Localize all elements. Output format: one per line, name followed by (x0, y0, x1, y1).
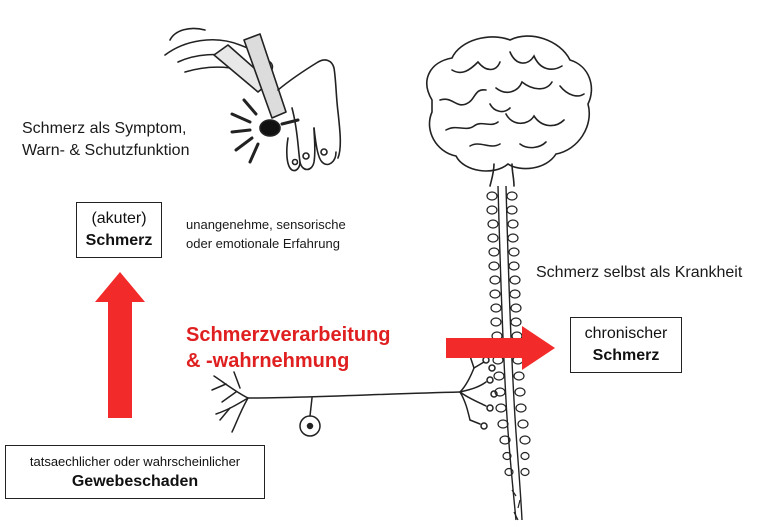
experience-label-line2: oder emotionale Erfahrung (186, 236, 340, 251)
hammer-hitting-foot-drawing (164, 27, 342, 172)
symptom-label: Schmerz als Symptom, Warn- & Schutzfunkt… (22, 118, 189, 162)
disease-label: Schmerz selbst als Krankheit (536, 264, 743, 281)
chronic-box-line1: chronischer (584, 325, 668, 342)
acute-box-line1: (akuter) (91, 210, 147, 227)
neuron-drawing (211, 348, 498, 437)
processing-label-line1: Schmerzverarbeitung (186, 324, 391, 346)
damage-box-line1: tatsaechlicher oder wahrscheinlicher (29, 453, 241, 469)
experience-label-line1: unangenehme, sensorische (186, 217, 346, 232)
brain-drawing (426, 35, 593, 187)
processing-label: Schmerzverarbeitung & -wahrnehmung (186, 322, 391, 374)
right-arrow (446, 326, 555, 370)
chronic-pain-box: chronischer Schmerz (570, 317, 682, 373)
up-arrow (95, 272, 145, 418)
symptom-label-line2: Warn- & Schutzfunktion (22, 142, 190, 159)
acute-pain-box: (akuter) Schmerz (76, 202, 162, 258)
processing-label-line2: & -wahrnehmung (186, 350, 350, 372)
spinal-cord-drawing (497, 185, 523, 521)
acute-box-line2: Schmerz (85, 232, 153, 249)
damage-box-line2: Gewebeschaden (71, 472, 199, 490)
symptom-label-line1: Schmerz als Symptom, (22, 120, 187, 137)
chronic-box-line2: Schmerz (592, 347, 660, 364)
experience-label: unangenehme, sensorische oder emotionale… (186, 215, 346, 253)
tissue-damage-box: tatsaechlicher oder wahrscheinlicher Gew… (5, 445, 265, 499)
